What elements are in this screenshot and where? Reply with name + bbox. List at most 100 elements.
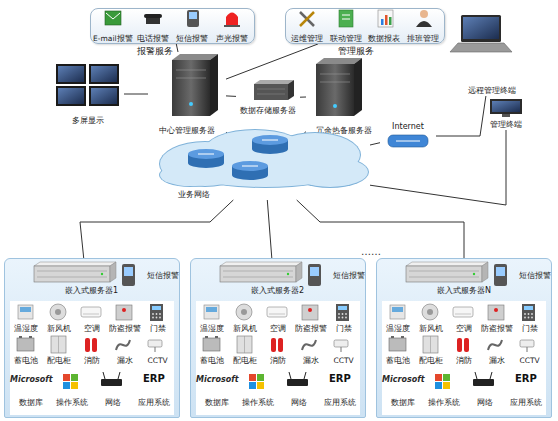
monitor-icon bbox=[56, 64, 86, 84]
node-label: 温湿度 bbox=[200, 324, 224, 333]
node-label: 消防 bbox=[270, 356, 286, 365]
node-label: 嵌入式服务器1 bbox=[65, 286, 118, 296]
service-item: 电话报警 bbox=[133, 10, 173, 43]
equipment-item: 网络 bbox=[278, 369, 319, 407]
network-link bbox=[80, 200, 233, 258]
server-tower bbox=[176, 78, 206, 79]
logo-text: Microsoft bbox=[196, 374, 238, 385]
network-link bbox=[297, 132, 306, 140]
logo-text: ERP bbox=[515, 373, 537, 384]
node-label: 管理服务 bbox=[338, 46, 374, 56]
node-label: 远程管理终端 bbox=[468, 86, 516, 96]
node-label: 运维管理 bbox=[291, 34, 323, 43]
node-label: 数据报表 bbox=[368, 34, 400, 43]
node-label: 蓄电池 bbox=[14, 356, 38, 365]
network-link bbox=[436, 96, 486, 136]
node-label: 门禁 bbox=[150, 324, 166, 333]
equipment-item: 温湿度 bbox=[382, 303, 415, 333]
equipment-item: 防盗报警 bbox=[108, 303, 141, 333]
device-node: 中心管理服务器 bbox=[148, 52, 226, 136]
sms-alarm: 短信报警 bbox=[117, 263, 179, 289]
network-link bbox=[226, 132, 234, 140]
node-label: 操作系统 bbox=[428, 398, 460, 407]
node-label: 短信报警 bbox=[333, 271, 365, 281]
node-label: 漏水 bbox=[117, 356, 133, 365]
equipment-item: CCTV bbox=[513, 335, 546, 365]
network-cloud-shape bbox=[159, 129, 369, 188]
monitor-icon bbox=[91, 66, 117, 82]
node-label: 温湿度 bbox=[14, 324, 38, 333]
storage-server bbox=[257, 94, 285, 95]
equipment-item: 消防 bbox=[262, 335, 295, 365]
equipment-item: 漏水 bbox=[480, 335, 513, 365]
ellipsis-label: …… bbox=[361, 246, 381, 257]
node-label: 中心管理服务器 bbox=[159, 126, 215, 136]
device-node: 冗余热备服务器 bbox=[306, 56, 382, 136]
node-label: 消防 bbox=[84, 356, 100, 365]
equipment-item: 数据库 bbox=[382, 369, 423, 407]
equipment-item: CCTV bbox=[327, 335, 360, 365]
server-tower bbox=[172, 60, 210, 116]
service-item: 联动管理 bbox=[327, 10, 366, 43]
server-tower bbox=[354, 58, 362, 116]
equipment-item: 空调 bbox=[76, 303, 109, 333]
node-label: 空调 bbox=[84, 324, 100, 333]
internet-node: Internet bbox=[380, 122, 436, 150]
internet-router bbox=[396, 141, 420, 142]
logo-text: Microsoft bbox=[382, 374, 424, 385]
equipment-item: 操作系统 bbox=[51, 369, 92, 407]
desktop-icon bbox=[490, 99, 522, 114]
node-label: CCTV bbox=[519, 356, 539, 365]
equipment-item: 漏水 bbox=[294, 335, 327, 365]
equipment-item: 防盗报警 bbox=[480, 303, 513, 333]
equipment-item: 操作系统 bbox=[237, 369, 278, 407]
network-link bbox=[176, 44, 178, 52]
monitor-icon bbox=[89, 86, 119, 106]
node-label: 防盗报警 bbox=[109, 324, 141, 333]
node-label: 冗余热备服务器 bbox=[316, 126, 372, 136]
monitor-icon bbox=[91, 88, 117, 104]
equipment-item: 消防 bbox=[76, 335, 109, 365]
monitor-icon bbox=[56, 86, 86, 106]
equipment-item: CCTV bbox=[141, 335, 174, 365]
node-label: 配电柜 bbox=[47, 356, 71, 365]
laptop-icon bbox=[450, 43, 512, 52]
node-label: 短信报警 bbox=[519, 271, 551, 281]
storage-server bbox=[288, 80, 294, 100]
equipment-item: 操作系统 bbox=[423, 369, 464, 407]
equipment-item: 数据库 bbox=[196, 369, 237, 407]
network-link bbox=[226, 95, 236, 97]
node-label: 多屏显示 bbox=[72, 116, 104, 126]
node-label: 短信报警 bbox=[176, 34, 208, 43]
node-label: 嵌入式服务器2 bbox=[251, 286, 304, 296]
node-label: 数据库 bbox=[19, 398, 43, 407]
node-label: 联动管理 bbox=[330, 34, 362, 43]
node-label: 业务网络 bbox=[178, 190, 210, 200]
storage-server bbox=[254, 84, 288, 100]
server-tower bbox=[333, 104, 337, 108]
site-panel: 嵌入式服务器2短信报警温湿度新风机空调防盗报警门禁蓄电池配电柜消防漏水CCTV数… bbox=[190, 258, 366, 418]
node-label: Internet bbox=[380, 122, 436, 132]
node-label: 漏水 bbox=[489, 356, 505, 365]
node-label: 数据库 bbox=[391, 398, 415, 407]
equipment-item: 配电柜 bbox=[43, 335, 76, 365]
server-tower bbox=[320, 82, 350, 83]
node-label: 应用系统 bbox=[324, 398, 356, 407]
equipment-item: 温湿度 bbox=[196, 303, 229, 333]
device-node: 管理终端 bbox=[475, 98, 537, 130]
logo-text: Microsoft bbox=[10, 374, 52, 385]
site-panel: 嵌入式服务器N短信报警温湿度新风机空调防盗报警门禁蓄电池配电柜消防漏水CCTV数… bbox=[376, 258, 552, 418]
device-node: 多屏显示 bbox=[52, 62, 124, 126]
equipment-item: 蓄电池 bbox=[382, 335, 415, 365]
monitor-icon bbox=[58, 88, 84, 104]
equipment-item: 蓄电池 bbox=[196, 335, 229, 365]
equipment-item: 门禁 bbox=[327, 303, 360, 333]
node-label: 空调 bbox=[456, 324, 472, 333]
monitor-icon bbox=[58, 66, 84, 82]
equipment-item: 空调 bbox=[448, 303, 481, 333]
monitor-icon bbox=[89, 64, 119, 84]
node-label: 漏水 bbox=[303, 356, 319, 365]
node-label: 排班管理 bbox=[407, 34, 439, 43]
node-label: 新风机 bbox=[233, 324, 257, 333]
